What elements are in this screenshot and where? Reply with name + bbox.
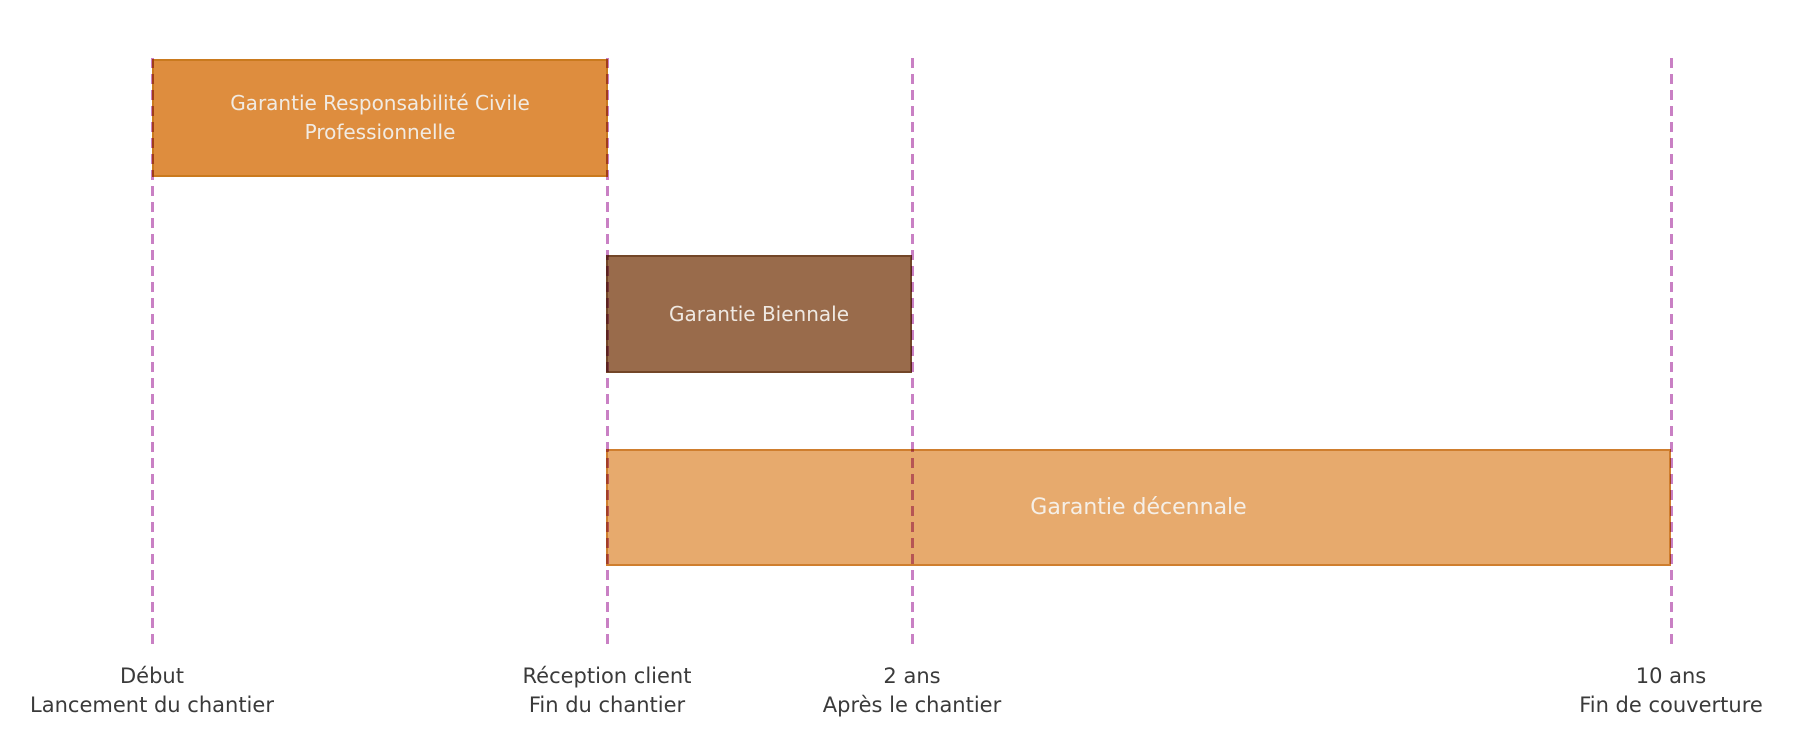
milestone-line-debut xyxy=(150,58,154,650)
bar-garantie-biennale: Garantie Biennale xyxy=(606,255,912,373)
milestone-line-reception xyxy=(605,58,609,650)
milestone-label-line2: Fin de couverture xyxy=(1579,692,1763,717)
bar-label-decennale: Garantie décennale xyxy=(1030,494,1247,520)
milestone-line-10-ans xyxy=(1669,58,1673,650)
milestone-label-line2: Après le chantier xyxy=(822,692,1002,717)
milestone-label-line1: 10 ans xyxy=(1635,664,1707,688)
bar-garantie-rc-professionnelle: Garantie Responsabilité Civile Professio… xyxy=(152,59,608,177)
milestone-line-2-ans xyxy=(910,58,914,650)
bar-garantie-decennale: Garantie décennale xyxy=(606,449,1671,566)
bar-label-rc-professionnelle: Garantie Responsabilité Civile Professio… xyxy=(230,91,530,144)
milestone-label-line1: Début xyxy=(120,664,184,688)
milestone-label-reception: Réception client Fin du chantier xyxy=(523,662,692,720)
bar-label-biennale: Garantie Biennale xyxy=(668,301,850,326)
milestone-label-line2: Fin du chantier xyxy=(528,692,686,717)
milestone-label-debut: Début Lancement du chantier xyxy=(30,662,274,720)
milestone-label-line1: Réception client xyxy=(522,664,692,688)
milestone-label-line1: 2 ans xyxy=(883,664,941,688)
milestone-label-line2: Lancement du chantier xyxy=(30,692,274,717)
milestone-label-2-ans: 2 ans Après le chantier xyxy=(823,662,1002,720)
milestone-label-10-ans: 10 ans Fin de couverture xyxy=(1579,662,1763,720)
